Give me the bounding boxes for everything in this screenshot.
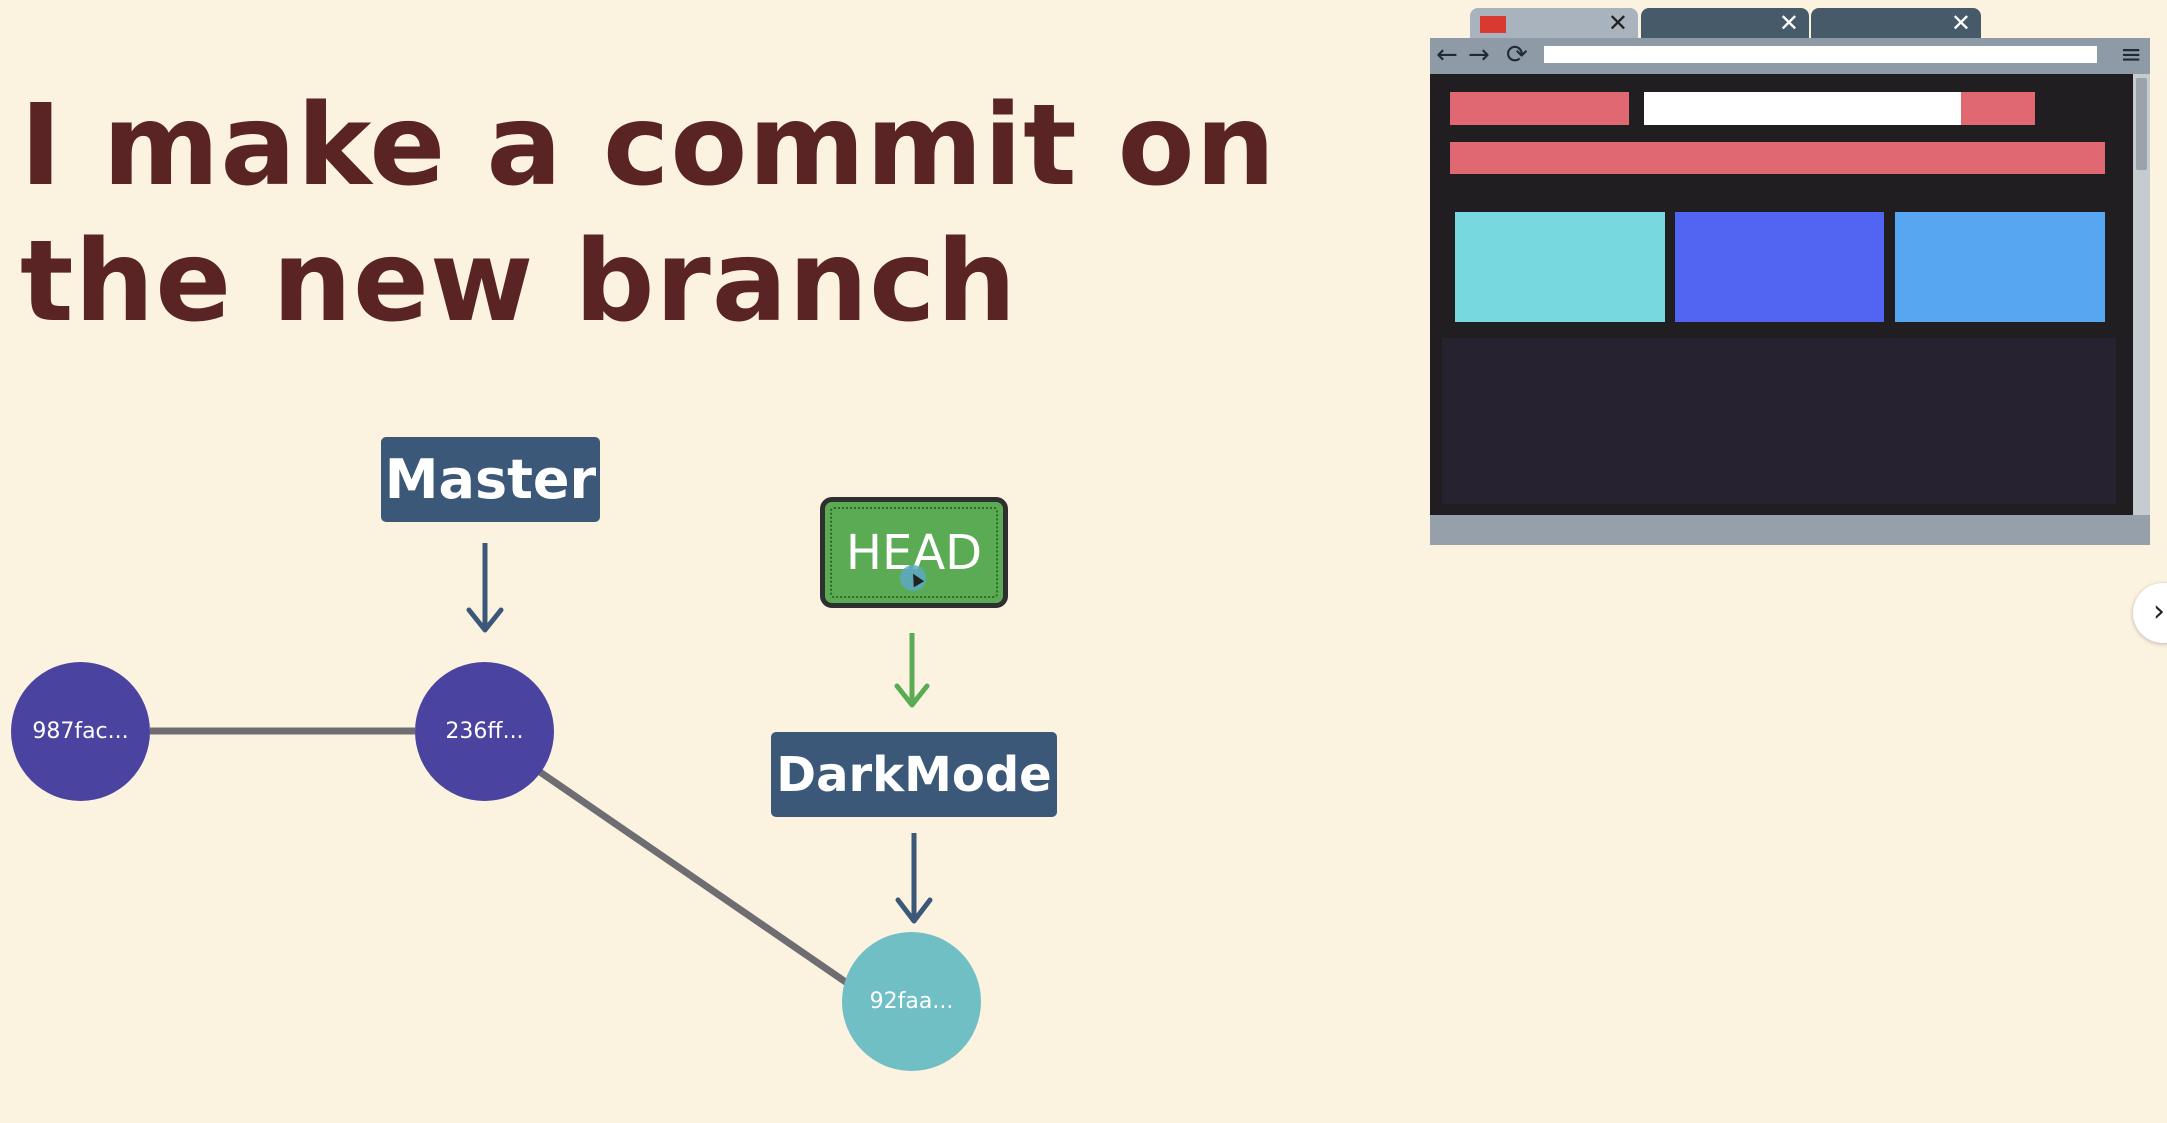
browser-toolbar: ← → ⟳ ≡: [1430, 38, 2150, 74]
branch-label-master: Master: [381, 437, 600, 522]
browser-mockup: ✕ ✕ ✕ ← → ⟳ ≡: [1430, 0, 2150, 545]
branch-label-text: Master: [384, 448, 597, 511]
slide-title-line-1: I make a commit on: [20, 81, 1277, 211]
slide-title-line-2: the new branch: [20, 217, 1018, 347]
mock-content-area: [1442, 338, 2116, 504]
slide-title: I make a commit on the new branch: [20, 78, 1276, 350]
darkmode-arrow: [895, 833, 933, 924]
close-icon: ✕: [1778, 9, 1799, 37]
browser-tab-1: ✕: [1470, 8, 1638, 38]
mock-banner: [1450, 142, 2105, 174]
branch-label-darkmode: DarkMode: [771, 732, 1057, 817]
branch-label-text: DarkMode: [776, 746, 1052, 803]
address-bar: [1544, 46, 2097, 63]
commit-node-92faa: 92faa...: [842, 932, 981, 1071]
commit-id: 236ff...: [445, 719, 524, 744]
commit-id: 92faa...: [869, 989, 954, 1014]
forward-arrow-icon: →: [1468, 40, 1490, 70]
browser-tab-3: ✕: [1811, 8, 1981, 38]
browser-status-bar: [1430, 515, 2150, 545]
browser-tab-2: ✕: [1641, 8, 1809, 38]
mock-card-1: [1455, 212, 1665, 322]
mock-card-2: [1675, 212, 1884, 322]
hamburger-menu-icon: ≡: [2120, 40, 2142, 70]
mock-search-button: [1961, 92, 2035, 125]
mock-card-3: [1895, 212, 2105, 322]
commit-id: 987fac...: [32, 719, 129, 744]
close-icon: ✕: [1607, 9, 1628, 37]
reload-icon: ⟳: [1506, 40, 1528, 70]
head-arrow: [894, 633, 930, 708]
mock-scrollbar: [2133, 74, 2150, 515]
red-square-icon: [1480, 16, 1506, 33]
commit-node-987fac: 987fac...: [11, 662, 150, 801]
chevron-right-icon: ›: [2153, 594, 2165, 629]
commit-node-236ff: 236ff...: [415, 662, 554, 801]
cursor-highlight: [900, 565, 926, 591]
browser-viewport: [1430, 74, 2144, 515]
close-icon: ✕: [1950, 9, 1971, 37]
mock-nav-block: [1450, 92, 1629, 125]
mock-search-field: [1644, 92, 1961, 125]
master-arrow: [466, 543, 504, 633]
back-arrow-icon: ←: [1436, 40, 1458, 70]
edge-236ff-92faa: [538, 769, 852, 988]
mock-scrollbar-thumb: [2136, 78, 2147, 170]
head-pointer: HEAD: [820, 497, 1008, 608]
